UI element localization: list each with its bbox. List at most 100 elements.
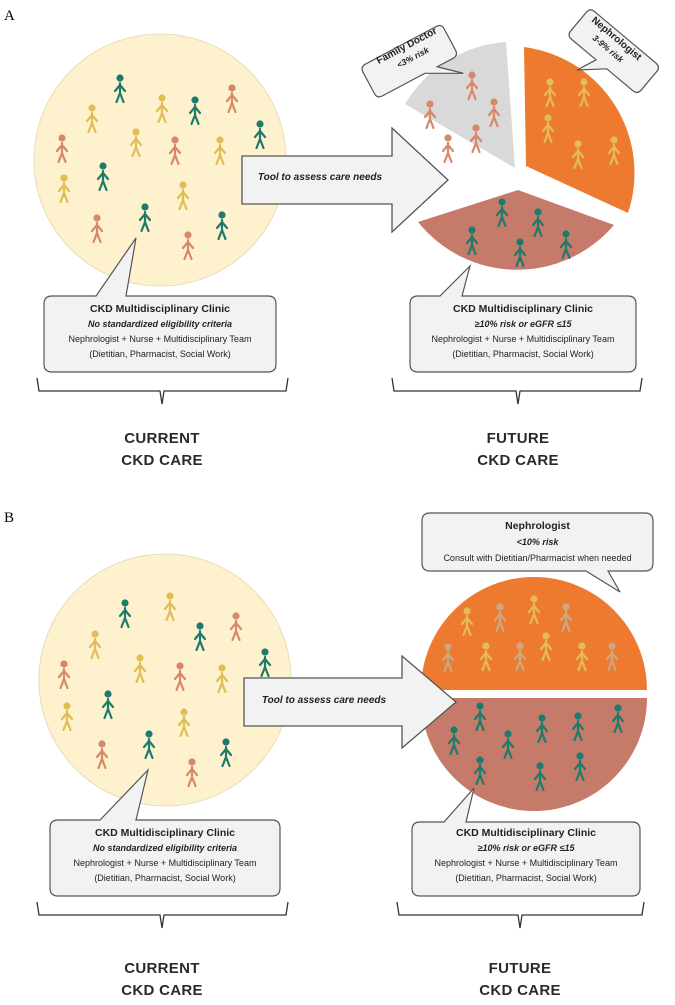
person-icon — [447, 726, 461, 756]
person-icon — [527, 595, 541, 625]
nephrologist-subtitle-b: <10% risk — [516, 537, 559, 547]
future-care-line1-a: FUTURE — [486, 430, 550, 447]
person-icon — [575, 642, 589, 672]
person-icon — [188, 96, 202, 126]
future-clinic-box-a — [409, 263, 637, 373]
multidisciplinary-wedge-a — [418, 190, 614, 270]
future-clinic-title-a: CKD Multidisciplinary Clinic — [452, 303, 594, 315]
person-icon — [215, 211, 229, 241]
person-icon — [607, 136, 621, 166]
current-clinic-line2-a: (Dietitian, Pharmacist, Social Work) — [89, 349, 231, 359]
person-icon — [531, 208, 545, 238]
family-doctor-callout — [361, 24, 464, 98]
person-icon — [611, 704, 625, 734]
person-icon — [573, 752, 587, 782]
current-people-group-a — [55, 74, 267, 261]
current-clinic-line1-a: Nephrologist + Nurse + Multidisciplinary… — [68, 334, 252, 344]
person-icon — [539, 632, 553, 662]
person-icon — [163, 592, 177, 622]
multidisciplinary-half-b — [421, 698, 647, 811]
person-icon — [215, 664, 229, 694]
nephrologist-half-b — [421, 577, 647, 690]
person-icon — [533, 762, 547, 792]
assess-arrow-a — [241, 126, 449, 234]
person-icon — [176, 181, 190, 211]
person-icon — [465, 226, 479, 256]
future-clinic-text-b: CKD Multidisciplinary Clinic ≥10% risk o… — [412, 826, 640, 886]
current-clinic-line1-b: Nephrologist + Nurse + Multidisciplinary… — [73, 858, 257, 868]
assess-arrow-b — [243, 654, 458, 750]
current-clinic-box-a — [43, 237, 277, 373]
person-icon — [605, 642, 619, 672]
person-icon — [473, 756, 487, 786]
current-care-line2-b: CKD CARE — [121, 982, 203, 999]
person-icon — [219, 738, 233, 768]
current-brace-a — [36, 377, 289, 405]
current-care-line1-b: CURRENT — [124, 960, 200, 977]
future-clinic-subtitle-a: ≥10% risk or eGFR ≤15 — [474, 319, 572, 329]
person-icon — [88, 630, 102, 660]
current-care-line1-a: CURRENT — [124, 430, 200, 447]
nephrologist-box-b — [421, 512, 654, 593]
nephrologist-title-b: Nephrologist — [505, 520, 570, 532]
person-icon — [96, 162, 110, 192]
future-clinic-line1-b: Nephrologist + Nurse + Multidisciplinary… — [434, 858, 618, 868]
person-icon — [90, 214, 104, 244]
future-care-line2-b: CKD CARE — [479, 982, 561, 999]
nephrologist-line1-b: Consult with Dietitian/Pharmacist when n… — [443, 553, 632, 563]
person-icon — [173, 662, 187, 692]
future-clinic-subtitle-b: ≥10% risk or eGFR ≤15 — [477, 843, 575, 853]
future-care-label-a: FUTURE CKD CARE — [448, 428, 588, 472]
current-people-group-b — [57, 592, 272, 788]
person-icon — [460, 607, 474, 637]
person-icon — [541, 114, 555, 144]
panel-label-a: A — [4, 8, 15, 24]
nephrologist-text-b: Nephrologist <10% risk Consult with Diet… — [422, 518, 653, 566]
person-icon — [495, 198, 509, 228]
future-care-label-b: FUTURE CKD CARE — [450, 958, 590, 1002]
future-clinic-line1-a: Nephrologist + Nurse + Multidisciplinary… — [431, 334, 615, 344]
current-clinic-subtitle-a: No standardized eligibility criteria — [87, 319, 233, 329]
current-clinic-box-b — [49, 767, 281, 897]
future-brace-b — [396, 901, 645, 929]
panel-label-b: B — [4, 510, 15, 526]
person-icon — [559, 230, 573, 260]
future-clinic-box-b — [411, 787, 641, 897]
person-icon — [441, 643, 455, 673]
person-icon — [229, 612, 243, 642]
person-icon — [57, 174, 71, 204]
future-brace-a — [391, 377, 643, 405]
future-clinic-title-b: CKD Multidisciplinary Clinic — [455, 827, 597, 839]
person-icon — [258, 648, 272, 678]
person-icon — [469, 124, 483, 154]
person-icon — [513, 642, 527, 672]
person-icon — [559, 603, 573, 633]
current-care-label-a: CURRENT CKD CARE — [92, 428, 232, 472]
current-clinic-line2-b: (Dietitian, Pharmacist, Social Work) — [94, 873, 236, 883]
current-brace-b — [36, 901, 289, 929]
current-clinic-title-b: CKD Multidisciplinary Clinic — [94, 827, 236, 839]
person-icon — [185, 758, 199, 788]
person-icon — [57, 660, 71, 690]
person-icon — [129, 128, 143, 158]
person-icon — [225, 84, 239, 114]
current-clinic-text-b: CKD Multidisciplinary Clinic No standard… — [50, 826, 280, 886]
person-icon — [95, 740, 109, 770]
person-icon — [101, 690, 115, 720]
current-clinic-subtitle-b: No standardized eligibility criteria — [92, 843, 238, 853]
current-clinic-text-a: CKD Multidisciplinary Clinic No standard… — [44, 302, 276, 362]
person-icon — [142, 730, 156, 760]
person-icon — [571, 712, 585, 742]
person-icon — [571, 140, 585, 170]
person-icon — [423, 100, 437, 130]
person-icon — [168, 136, 182, 166]
person-icon — [577, 78, 591, 108]
future-clinic-line2-b: (Dietitian, Pharmacist, Social Work) — [455, 873, 597, 883]
arrow-text-a: Tool to assess care needs — [257, 172, 383, 183]
person-icon — [193, 622, 207, 652]
person-icon — [85, 104, 99, 134]
future-people-group-b — [441, 595, 625, 792]
future-people-group-a — [423, 71, 621, 268]
